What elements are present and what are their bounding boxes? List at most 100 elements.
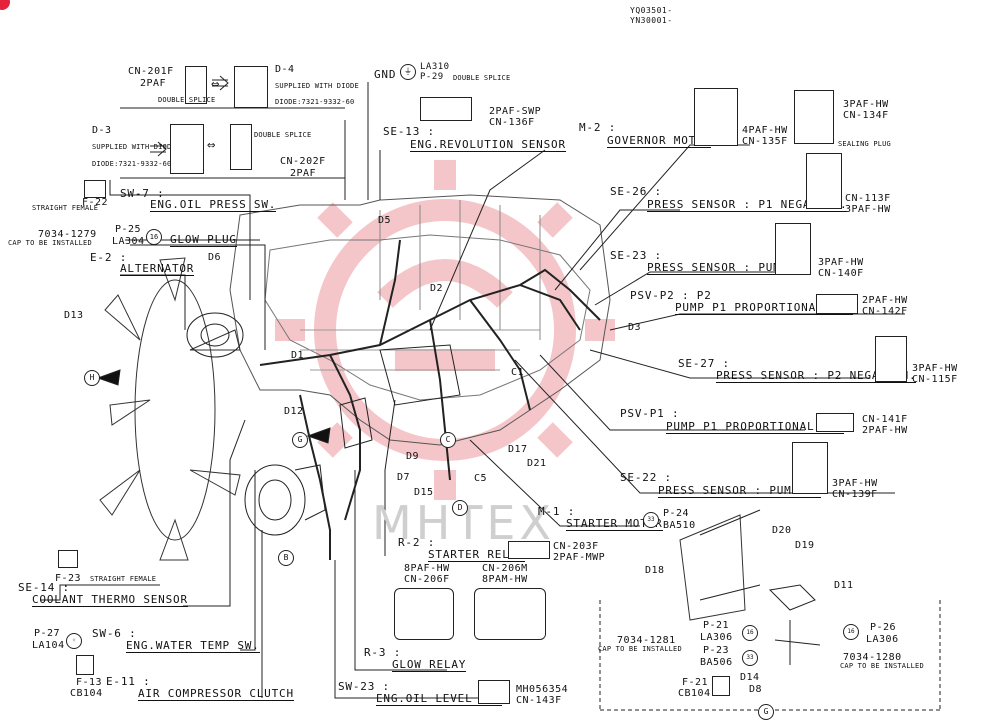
m1-icon: 33 <box>643 512 659 528</box>
sw7-code: SW-7 : <box>120 187 165 200</box>
bb-right-cap-note: CAP TO BE INSTALLED <box>840 662 924 670</box>
se26-type: 3PAF-HW <box>845 204 891 215</box>
cn206f-type: 8PAF-HW <box>404 563 450 574</box>
arrow-both-icon: ⇔ <box>211 76 220 92</box>
e11-code: E-11 : <box>106 675 151 688</box>
psvp1-conn: CN-141F <box>862 414 908 425</box>
se23-conn-id: CN-140F <box>818 268 864 279</box>
se13-title: ENG.REVOLUTION SENSOR <box>410 138 566 152</box>
part-label: D11 <box>834 580 854 591</box>
cn135f-connector <box>694 88 738 146</box>
m2-code: M-2 : <box>579 121 617 134</box>
m2-title: GOVERNOR MOTOR <box>607 134 711 148</box>
gnd-note: DOUBLE SPLICE <box>453 74 511 82</box>
page-corner-marker <box>0 0 10 10</box>
marker-g: G <box>292 432 308 448</box>
se13-code: SE-13 : <box>383 125 435 138</box>
e11-title: AIR COMPRESSOR CLUTCH <box>138 687 294 701</box>
m2-plug: SEALING PLUG <box>838 140 891 148</box>
marker-c: C <box>440 432 456 448</box>
bb-ref-0: P-21 <box>703 620 730 631</box>
cn139f-connector <box>792 442 828 494</box>
f22-connector <box>84 180 106 198</box>
e2-title: ALTERNATOR <box>120 262 195 276</box>
d3-id: D-3 <box>92 125 112 136</box>
cn202f-connector <box>230 124 252 170</box>
sw7-title: ENG.OIL PRESS SW. <box>150 198 277 212</box>
se27-conn-id: CN-115F <box>912 374 958 385</box>
cn142f-connector <box>816 294 858 314</box>
m1-part: BA510 <box>663 520 696 531</box>
se26-code: SE-26 : <box>610 185 662 198</box>
model-code-2: YN30001- <box>630 16 673 25</box>
se13-conn: 2PAF-SWP <box>489 106 542 117</box>
cn140f-connector <box>775 223 811 275</box>
part-label: D12 <box>284 406 304 417</box>
bb-right-part: LA306 <box>866 634 899 645</box>
bb-ref-1: P-23 <box>703 645 730 656</box>
r3-code: R-3 : <box>364 646 402 659</box>
part-label: D14 <box>740 672 760 683</box>
bb-icon-2: 16 <box>843 624 859 640</box>
se26-title: PRESS SENSOR : P1 NEGA-CON. <box>647 198 848 212</box>
m1-code: M-1 : <box>538 505 576 518</box>
gnd-ref: P-29 <box>420 72 444 82</box>
glow-ref: P-25 <box>115 224 142 235</box>
sw6-title: ENG.WATER TEMP SW. <box>126 639 260 653</box>
cn206f-id: CN-206F <box>404 574 450 585</box>
cn143f-connector <box>478 680 510 704</box>
f13-connector <box>76 655 94 675</box>
ground-icon: ⏚ <box>400 64 416 80</box>
r2-title: STARTER RELAY <box>428 548 525 562</box>
part-label: D6 <box>208 252 222 263</box>
part-label: C5 <box>474 473 488 484</box>
sw6-part: LA104 <box>32 640 65 651</box>
part-label: D7 <box>397 472 411 483</box>
marker-d: D <box>452 500 468 516</box>
psvp1-code: PSV-P1 : <box>620 407 680 420</box>
glow-code: LA304 <box>112 236 145 247</box>
part-label: D17 <box>508 444 528 455</box>
r3-title: GLOW RELAY <box>392 658 467 672</box>
cn141f-connector <box>816 413 854 432</box>
cn202f-type: 2PAF <box>290 168 317 179</box>
cn134f-connector <box>794 90 834 144</box>
se13-conn-id: CN-136F <box>489 117 535 128</box>
model-code-1: YQ03501- <box>630 6 673 15</box>
m1-ref: P-24 <box>663 508 690 519</box>
sw6-icon: ◦ <box>66 633 82 649</box>
bb-left-cap-part: 7034-1281 <box>617 635 676 646</box>
part-label: D20 <box>772 525 792 536</box>
psvp2-code: PSV-P2 : P2 <box>630 289 712 302</box>
cn201f-connector <box>185 66 207 104</box>
se14-title: COOLANT THERMO SENSOR <box>32 593 188 607</box>
bb-icon-0: 16 <box>742 625 758 641</box>
cn136f-connector <box>420 97 472 121</box>
r2-code: R-2 : <box>398 536 436 549</box>
cn206m-type: 8PAM-HW <box>482 574 528 585</box>
part-label: D18 <box>645 565 665 576</box>
e11-part: CB104 <box>70 688 103 699</box>
m2-conn-a: 4PAF-HW <box>742 125 788 136</box>
psvp2-conn: 2PAF-HW <box>862 295 908 306</box>
glow-note: CAP TO BE INSTALLED <box>8 239 92 247</box>
d3-line1: SUPPLIED WITH DIODE <box>92 143 176 151</box>
psvp2-title: PUMP P1 PROPORTIONAL SOL <box>675 301 854 315</box>
m2-conn-b: 3PAF-HW <box>843 99 889 110</box>
bb-icon-1: 33 <box>742 650 758 666</box>
d4-id: D-4 <box>275 64 295 75</box>
cn202f-id: CN-202F <box>280 156 326 167</box>
f21-connector <box>712 676 730 696</box>
cn113f-connector <box>806 153 842 209</box>
e11-conn: F-13 <box>76 677 103 688</box>
sw23-title: ENG.OIL LEVEL SW. <box>376 692 503 706</box>
r2-conn: CN-203F <box>553 541 599 552</box>
gnd-part: LA310 <box>420 62 450 72</box>
fan-lines <box>99 257 241 561</box>
sw6-code: SW-6 : <box>92 627 137 640</box>
se23-conn: 3PAF-HW <box>818 257 864 268</box>
marker-b: B <box>278 550 294 566</box>
m1-title: STARTER MOTOR <box>566 517 663 531</box>
cn202f-note: DOUBLE SPLICE <box>254 131 312 139</box>
